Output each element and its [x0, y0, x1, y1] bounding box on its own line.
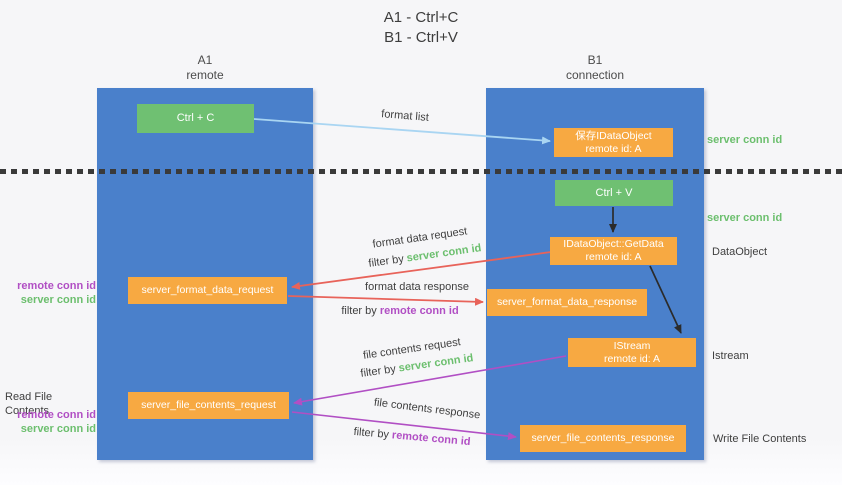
diagram-title: A1 - Ctrl+C B1 - Ctrl+V	[331, 8, 511, 48]
server-format-data-response-label: server_format_data_response	[496, 296, 638, 308]
side-label-server-conn-id-top: server conn id	[707, 134, 783, 146]
lane-header-b1: B1 connection	[486, 53, 704, 83]
arrow-label-filter-format-response: filter by remote conn id	[330, 305, 470, 318]
filter-prefix: filter by	[353, 425, 393, 442]
save-idataobject-line2: remote id: A	[585, 142, 642, 155]
side-label-dataobject: DataObject	[712, 246, 768, 258]
server-format-data-request-label: server_format_data_request	[141, 284, 274, 296]
node-idataobject-getdata: IDataObject::GetData remote id: A	[550, 237, 677, 265]
lane-b1-title: B1	[587, 53, 603, 67]
arrow-label-format-list: format list	[380, 108, 430, 124]
filter-key-remote-conn-id: remote conn id	[379, 305, 459, 317]
side-label-write-file-contents: Write File Contents	[713, 433, 807, 445]
lane-a1-title: A1	[197, 53, 213, 67]
node-istream: IStream remote id: A	[568, 338, 696, 367]
filter-prefix: filter by	[367, 252, 408, 270]
left-label-server-conn-id-1: server conn id	[20, 294, 96, 306]
lane-header-a1: A1 remote	[97, 53, 313, 83]
side-label-group-format: remote conn id server conn id	[8, 279, 96, 307]
node-save-idataobject: 保存IDataObject remote id: A	[554, 128, 673, 157]
arrow-label-format-data-response: format data response	[365, 281, 469, 293]
istream-line1: IStream	[613, 339, 651, 352]
ctrl-v-label: Ctrl + V	[595, 186, 633, 199]
node-server-file-contents-response: server_file_contents_response	[520, 425, 686, 452]
filter-key-server-conn-id: server conn id	[405, 242, 483, 265]
filter-key-remote-conn-id: remote conn id	[391, 429, 472, 449]
filter-prefix: filter by	[359, 362, 400, 380]
lane-b1-subtitle: connection	[565, 68, 625, 82]
node-server-file-contents-request: server_file_contents_request	[128, 392, 289, 419]
node-server-format-data-request: server_format_data_request	[128, 277, 287, 304]
lane-a1-subtitle: remote	[186, 68, 224, 82]
side-label-server-conn-id-mid: server conn id	[707, 212, 783, 224]
side-label-read-file-contents: Read File Contents	[5, 391, 53, 417]
filter-prefix: filter by	[341, 305, 380, 317]
title-line-2: B1 - Ctrl+V	[384, 29, 458, 46]
server-file-contents-response-label: server_file_contents_response	[531, 432, 675, 444]
istream-line2: remote id: A	[603, 352, 661, 365]
save-idataobject-line1: 保存IDataObject	[575, 129, 652, 142]
arrow-label-filter-file-response: filter by remote conn id	[342, 425, 483, 450]
node-ctrl-v: Ctrl + V	[555, 180, 673, 206]
node-ctrl-c: Ctrl + C	[137, 104, 254, 133]
arrow-label-file-contents-response: file contents response	[373, 396, 481, 422]
getdata-line2: remote id: A	[585, 251, 642, 263]
title-line-1: A1 - Ctrl+C	[383, 9, 459, 26]
left-label-remote-conn-id-2: remote conn id	[17, 409, 96, 421]
session-divider-dotted-line	[0, 169, 842, 174]
left-label-remote-conn-id-1: remote conn id	[17, 280, 96, 292]
ctrl-c-label: Ctrl + C	[176, 112, 215, 124]
node-server-format-data-response: server_format_data_response	[487, 289, 647, 316]
arrow-format-data-response	[287, 295, 484, 306]
left-label-server-conn-id-2: server conn id	[20, 423, 96, 435]
server-file-contents-request-label: server_file_contents_request	[141, 399, 276, 411]
side-label-istream: Istream	[712, 350, 749, 362]
getdata-line1: IDataObject::GetData	[563, 238, 664, 250]
side-label-group-file: remote conn id server conn id	[8, 408, 96, 436]
